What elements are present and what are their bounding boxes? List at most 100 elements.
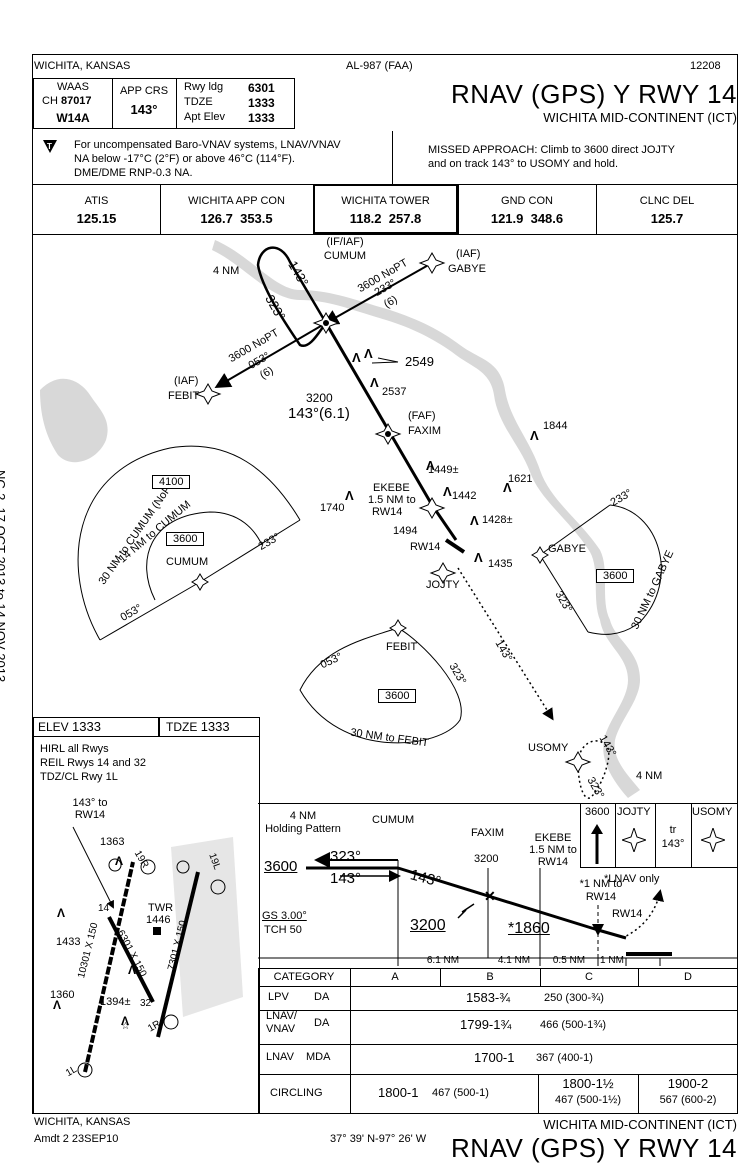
airport-obs-1360: 1360 bbox=[50, 989, 75, 1001]
profile-alt-3600: 3600 bbox=[264, 858, 298, 875]
app-crs-label: APP CRS bbox=[119, 85, 169, 97]
airport-name: WICHITA MID-CONTINENT (ICT) bbox=[543, 110, 737, 125]
svg-text:Λ: Λ bbox=[426, 458, 435, 473]
min-lpv-label: LPV bbox=[268, 991, 289, 1003]
profile-dist-4: 1 NM bbox=[600, 955, 624, 966]
min-lnav-vnav-type: DA bbox=[314, 1017, 330, 1029]
svg-text:Λ: Λ bbox=[443, 484, 452, 499]
min-lnav-vnav-sub: 466 (500-1¾) bbox=[540, 1019, 607, 1031]
profile-hold-title: 4 NM Holding Pattern bbox=[265, 810, 341, 835]
rwy-32: 32 bbox=[140, 998, 152, 1009]
obs-2537: 2537 bbox=[382, 386, 407, 398]
comm-gnd-freq: 121.9 348.6 bbox=[490, 211, 564, 226]
profile-faxim-alt: 3200 bbox=[474, 853, 499, 865]
date-code: 12208 bbox=[690, 60, 721, 72]
min-lpv-value: 1583-¾ bbox=[466, 990, 511, 1005]
rw14-label: RW14 bbox=[410, 541, 441, 553]
elev-box bbox=[33, 717, 159, 737]
apt-elev-label: Apt Elev bbox=[184, 111, 225, 123]
comm-clnc-freq: 125.7 bbox=[650, 211, 684, 226]
waypoint-gabye-taa-icon bbox=[531, 546, 549, 564]
taa-gabye-arc bbox=[587, 504, 662, 635]
taa-febit-name: FEBIT bbox=[386, 641, 418, 653]
svg-text:Λ: Λ bbox=[115, 854, 123, 868]
missed-approach-icons bbox=[580, 803, 738, 868]
profile-alt-1860: *1860 bbox=[508, 920, 550, 937]
rwy-ldg-label: Rwy ldg bbox=[184, 81, 224, 93]
obs-2549: 2549 bbox=[405, 354, 434, 369]
waypoint-gabye-icon bbox=[418, 251, 446, 275]
airport-obs-1394: 1394± bbox=[100, 996, 131, 1008]
svg-text:✕: ✕ bbox=[484, 888, 496, 904]
taa-cumum-name: CUMUM bbox=[166, 556, 209, 568]
waypoint-febit-taa-icon bbox=[389, 619, 407, 637]
airport-obs-1433: 1433 bbox=[56, 936, 81, 948]
profile-crs-323: 323° bbox=[330, 848, 362, 865]
profile-tch: TCH 50 bbox=[264, 924, 302, 936]
comm-atis-freq: 125.15 bbox=[76, 211, 117, 226]
min-circling-label: CIRCLING bbox=[270, 1087, 323, 1099]
comm-clnc-name: CLNC DEL bbox=[639, 195, 695, 207]
min-lnav-label: LNAV bbox=[266, 1051, 294, 1063]
waypoint-faxim-icon bbox=[374, 422, 402, 446]
obs-1442: 1442 bbox=[452, 490, 477, 502]
svg-text:Λ: Λ bbox=[57, 906, 65, 920]
waypoint-cumum-icon bbox=[312, 311, 340, 335]
min-lnav-vnav-label: LNAV/ VNAV bbox=[266, 1010, 297, 1035]
min-circ-ab-value: 1800-1 bbox=[378, 1085, 419, 1100]
profile-dist-1: 6.1 NM bbox=[426, 955, 460, 966]
ma-usomy-waypoint-icon bbox=[699, 826, 727, 857]
profile-dist-2: 4.1 NM bbox=[497, 955, 531, 966]
seg-alt: 3200 bbox=[306, 391, 333, 405]
min-lnav-sub: 367 (400-1) bbox=[536, 1052, 593, 1064]
svg-text:Λ: Λ bbox=[503, 480, 512, 495]
svg-text:Λ: Λ bbox=[370, 375, 379, 390]
tdze-box bbox=[159, 717, 260, 737]
elev-value: 1333 bbox=[72, 719, 101, 734]
min-lnav-vnav-value: 1799-1¾ bbox=[460, 1017, 512, 1032]
min-header-category: CATEGORY bbox=[273, 971, 335, 983]
svg-text:Λ: Λ bbox=[121, 1014, 129, 1028]
obs-1844: 1844 bbox=[543, 420, 568, 432]
min-header-a: A bbox=[391, 971, 399, 983]
profile-crs-143a: 143° bbox=[330, 870, 362, 887]
waas-label: WAAS bbox=[57, 81, 89, 93]
ekebe-label: EKEBE bbox=[373, 482, 410, 494]
cumum-label: CUMUM bbox=[323, 250, 367, 262]
obs-1435: 1435 bbox=[488, 558, 513, 570]
svg-text:☆: ☆ bbox=[121, 1021, 130, 1032]
svg-text:Λ: Λ bbox=[474, 550, 483, 565]
climb-arrow-icon bbox=[591, 824, 603, 869]
comm-gnd-name: GND CON bbox=[501, 195, 553, 207]
profile-alt-3200: 3200 bbox=[410, 917, 446, 934]
min-circ-d-sub: 567 (600-2) bbox=[659, 1094, 717, 1106]
header-location: WICHITA, KANSAS bbox=[34, 60, 131, 72]
febit-role: (IAF) bbox=[174, 375, 199, 387]
hold-4nm: 4 NM bbox=[213, 265, 240, 277]
obs-1621: 1621 bbox=[508, 473, 533, 485]
obs-1428: 1428± bbox=[482, 514, 513, 526]
waypoint-febit-icon bbox=[194, 382, 222, 406]
footer-coords: 37° 39' N-97° 26' W bbox=[330, 1133, 427, 1145]
ma-tr: tr bbox=[669, 824, 677, 836]
min-header-b: B bbox=[486, 971, 494, 983]
faxim-role: (FAF) bbox=[408, 410, 436, 422]
airport-obs-1363: 1363 bbox=[100, 836, 125, 848]
chart-id: AL-987 (FAA) bbox=[346, 60, 413, 72]
taa-cumum-inner-arc bbox=[146, 511, 263, 601]
obs-1449: 1449± bbox=[428, 464, 459, 476]
elev-label: ELEV bbox=[38, 720, 69, 734]
taa-gabye-name: GABYE bbox=[548, 543, 586, 555]
svg-text:Λ: Λ bbox=[530, 428, 539, 443]
airport-obs-1446: 1446 bbox=[146, 914, 171, 926]
comm-atis-name: ATIS bbox=[84, 195, 109, 207]
min-circ-d-value: 1900-2 bbox=[667, 1076, 709, 1091]
usomy-label: USOMY bbox=[528, 742, 569, 754]
waypoint-cumum-taa-icon bbox=[191, 573, 209, 591]
profile-rw14: RW14 bbox=[612, 908, 643, 920]
comm-app-freq: 126.7 353.5 bbox=[200, 211, 273, 226]
taa-gabye-3600: 3600 bbox=[596, 569, 635, 583]
profile-1nm-note: *1 NM to RW14 bbox=[579, 878, 623, 903]
page-title: RNAV (GPS) Y RWY 14 bbox=[451, 79, 737, 109]
